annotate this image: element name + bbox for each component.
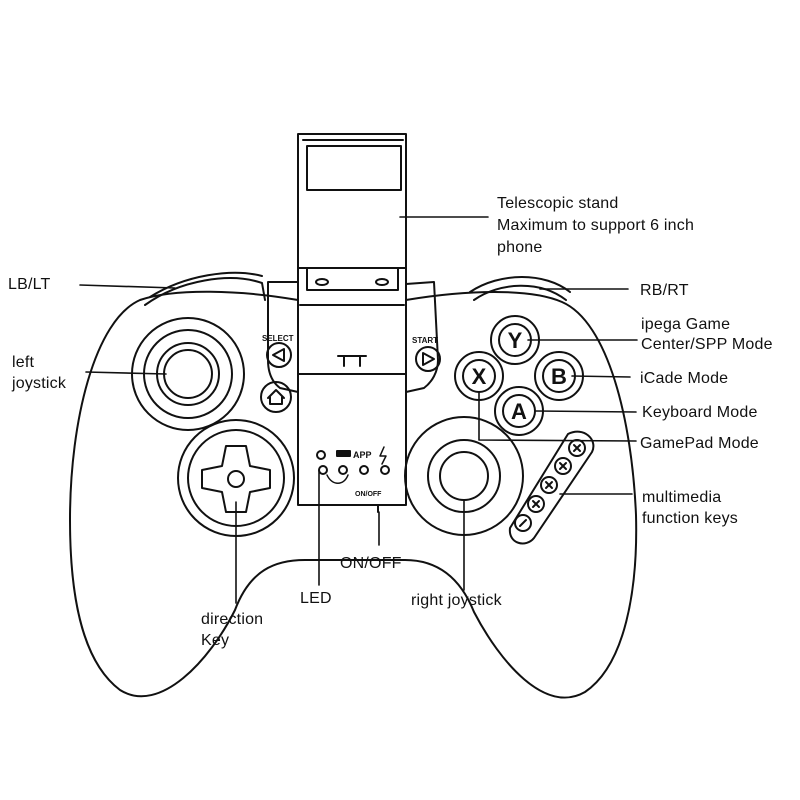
x-button-label: X bbox=[472, 364, 487, 389]
direction-line1: direction bbox=[201, 611, 264, 628]
label-right-joystick: right joystick bbox=[411, 592, 502, 609]
telescopic-line1: Telescopic stand bbox=[497, 195, 619, 212]
label-left-joystick: left joystick bbox=[12, 352, 66, 394]
home-icon[interactable] bbox=[260, 381, 292, 413]
label-led: LED bbox=[300, 590, 332, 607]
label-direction-key: direction Key bbox=[201, 609, 263, 651]
multimedia-keys[interactable] bbox=[508, 430, 595, 545]
multimedia-line2: function keys bbox=[642, 510, 738, 527]
telescopic-stand bbox=[297, 133, 407, 375]
app-text: APP bbox=[353, 450, 372, 460]
ipega-line1: ipega Game bbox=[641, 316, 731, 333]
label-on-off: ON/OFF bbox=[340, 555, 402, 572]
onoff-device-text: ON/OFF bbox=[355, 491, 382, 498]
left-joystick-line2: joystick bbox=[12, 375, 67, 392]
a-button-label: A bbox=[511, 399, 527, 424]
telescopic-line3: phone bbox=[497, 239, 543, 256]
direction-line2: Key bbox=[201, 632, 230, 649]
left-joystick-line1: left bbox=[12, 354, 35, 371]
label-rb-rt: RB/RT bbox=[640, 282, 689, 299]
telescopic-line2: Maximum to support 6 inch bbox=[497, 217, 695, 234]
label-telescopic-stand: Telescopic stand Maximum to support 6 in… bbox=[497, 193, 694, 259]
start-icon[interactable] bbox=[415, 346, 441, 372]
label-lb-lt: LB/LT bbox=[8, 276, 51, 293]
label-gamepad-mode: GamePad Mode bbox=[640, 435, 759, 452]
leader-lines bbox=[79, 216, 638, 604]
multimedia-line1: multimedia bbox=[642, 489, 722, 506]
ipega-line2: Center/SPP Mode bbox=[641, 336, 773, 353]
y-button-label: Y bbox=[508, 328, 523, 353]
start-text: START bbox=[412, 336, 438, 345]
label-icade-mode: iCade Mode bbox=[640, 370, 729, 387]
select-icon[interactable] bbox=[266, 342, 292, 368]
select-text: SELECT bbox=[262, 334, 294, 343]
b-button-label: B bbox=[551, 364, 567, 389]
led-indicators bbox=[316, 446, 390, 484]
label-ipega-mode: ipega Game Center/SPP Mode bbox=[641, 315, 773, 355]
label-keyboard-mode: Keyboard Mode bbox=[642, 404, 758, 421]
label-multimedia-keys: multimedia function keys bbox=[642, 487, 738, 529]
